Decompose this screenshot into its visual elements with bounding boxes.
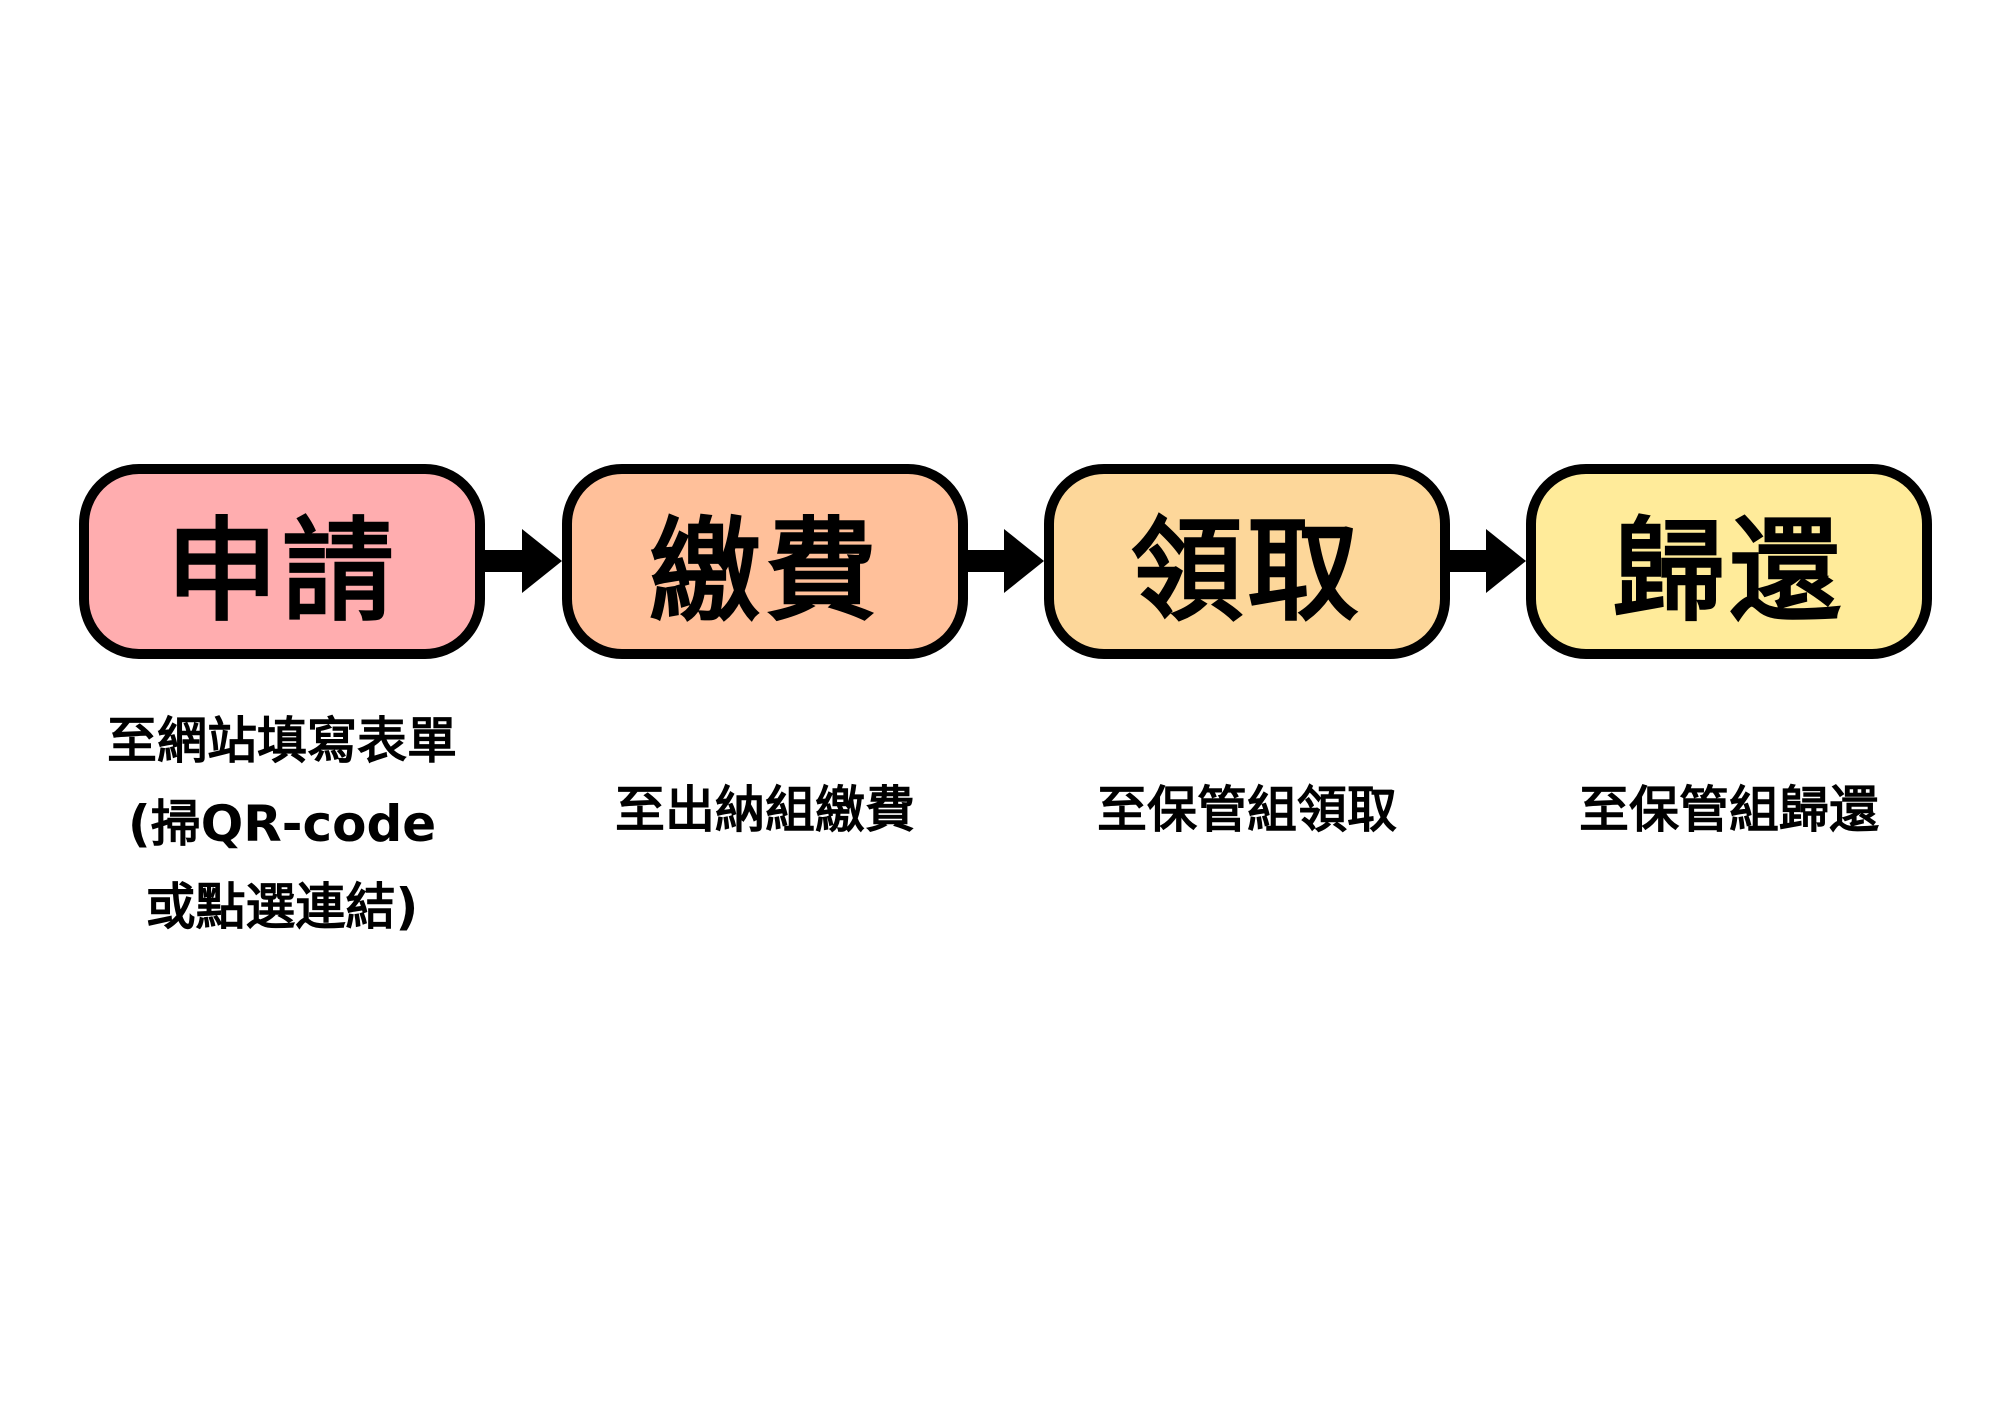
- step-collect-caption: 至保管組領取: [1017, 769, 1477, 852]
- caption-line: 至保管組歸還: [1579, 781, 1879, 839]
- caption-line: 或點選連結): [145, 878, 419, 936]
- step-apply-box: 申請: [79, 464, 485, 659]
- step-collect-box: 領取: [1044, 464, 1450, 659]
- step-pay-caption: 至出納組繳費: [535, 769, 995, 852]
- arrow-icon: [485, 529, 562, 593]
- caption-line: 至網站填寫表單: [107, 712, 457, 770]
- caption-line: (掃QR-code: [127, 795, 437, 853]
- caption-line: 至出納組繳費: [615, 781, 915, 839]
- step-return-box: 歸還: [1526, 464, 1932, 659]
- caption-line: 至保管組領取: [1097, 781, 1397, 839]
- arrow-icon: [1449, 529, 1526, 593]
- arrow-icon: [967, 529, 1044, 593]
- step-return-caption: 至保管組歸還: [1499, 769, 1959, 852]
- step-apply-caption: 至網站填寫表單 (掃QR-code 或點選連結): [52, 700, 512, 949]
- step-pay-box: 繳費: [562, 464, 968, 659]
